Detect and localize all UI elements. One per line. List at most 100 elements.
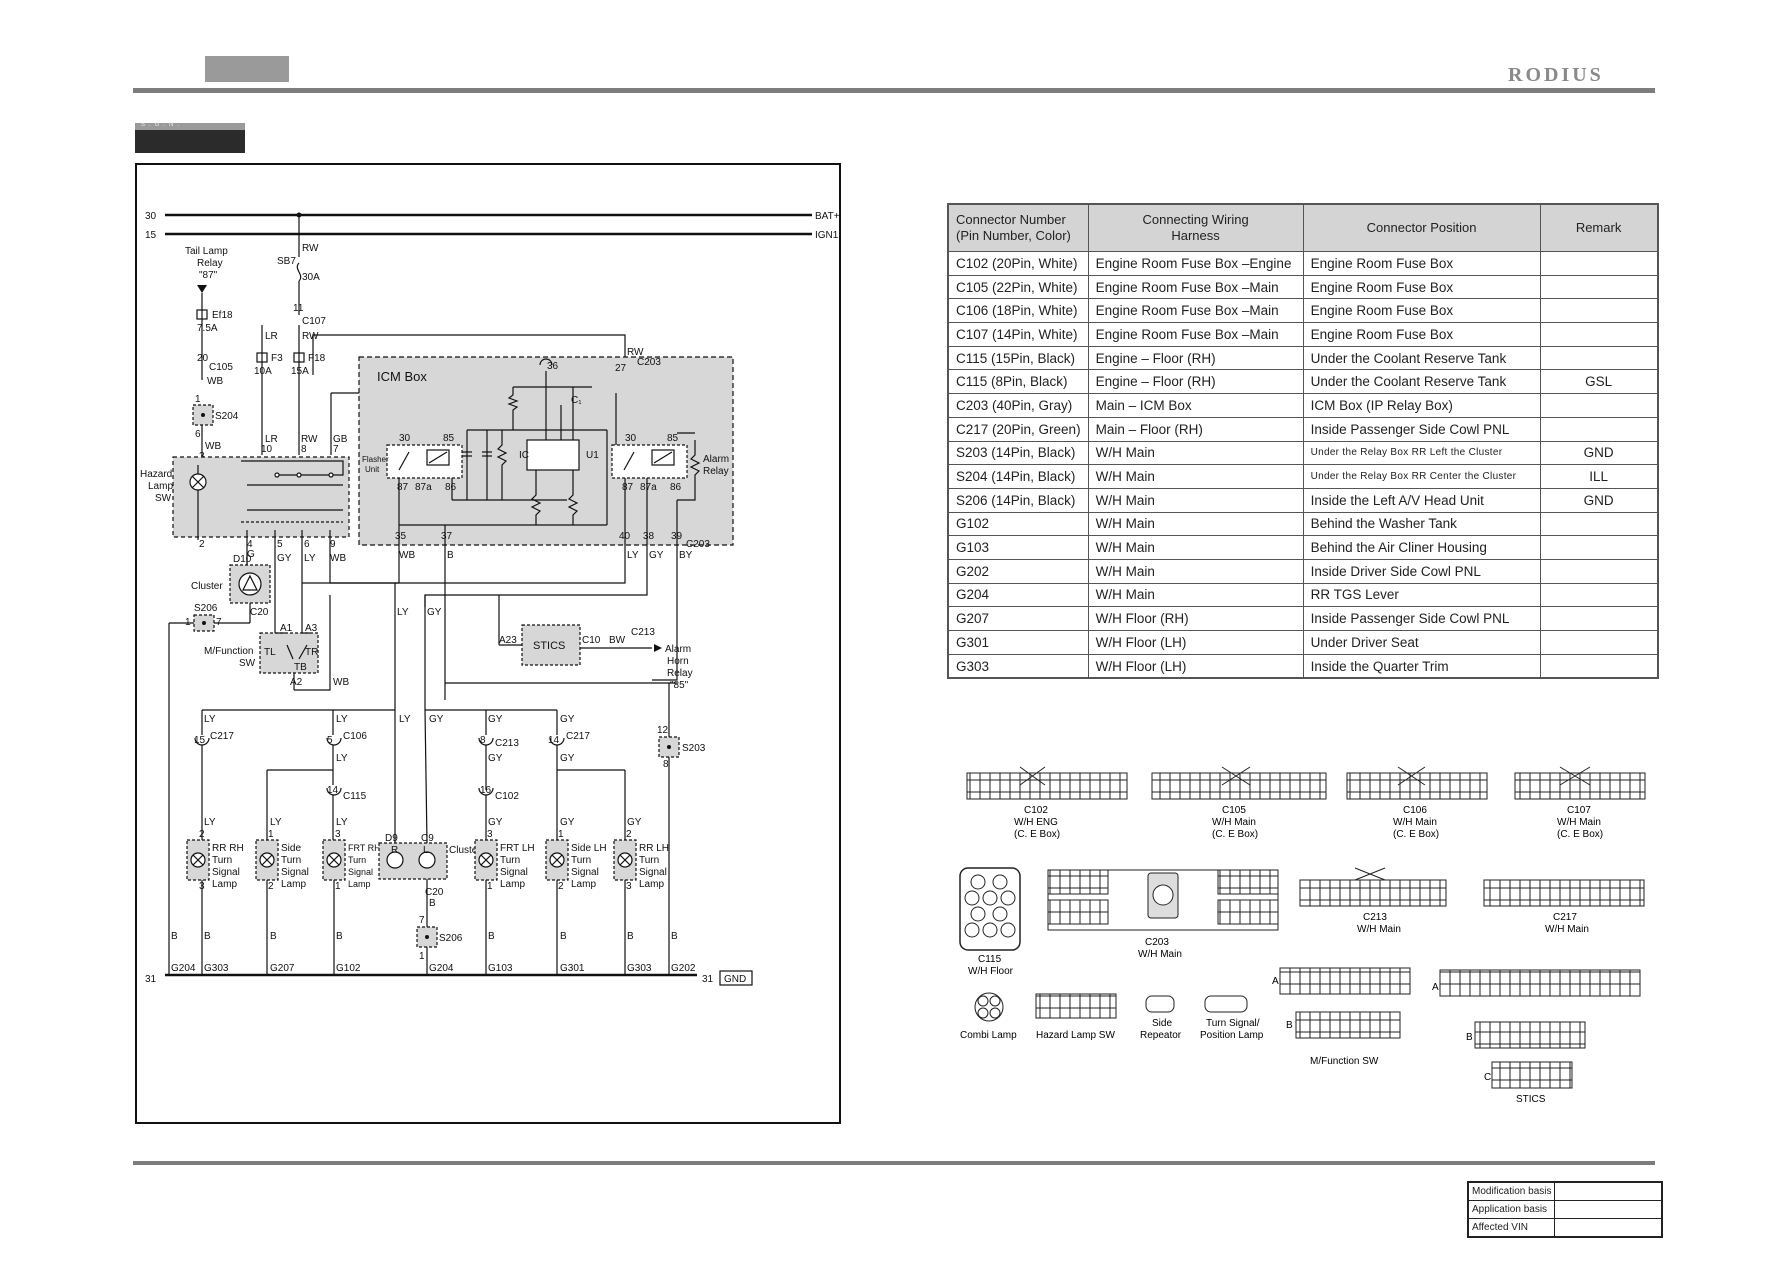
ground-g207: G207 xyxy=(270,963,295,974)
cell-harness: W/H Main xyxy=(1087,511,1304,537)
cell-harness: Engine Room Fuse Box –Engine xyxy=(1087,251,1304,276)
svg-text:WB: WB xyxy=(330,553,346,564)
connector-table: Connector Number (Pin Number, Color) Con… xyxy=(947,203,1659,680)
svg-text:1: 1 xyxy=(558,829,564,840)
svg-text:85: 85 xyxy=(443,433,455,444)
cell-position: Inside Passenger Side Cowl PNL xyxy=(1302,606,1541,631)
view-c102-l2: W/H ENG xyxy=(1014,817,1058,828)
svg-text:A: A xyxy=(1272,976,1279,987)
col-harness: Connecting Wiring Harness xyxy=(1087,203,1304,252)
cell-remark: GND xyxy=(1539,487,1659,513)
lamp-frt-rh-l2: Turn xyxy=(348,855,366,865)
svg-text:40: 40 xyxy=(619,531,631,542)
lamp-rr-lh-l1: RR LH xyxy=(639,843,669,854)
fuse-ef18-label: Ef18 xyxy=(212,310,233,321)
svg-text:LY: LY xyxy=(627,550,639,561)
cell-remark xyxy=(1539,251,1659,276)
svg-text:5: 5 xyxy=(327,735,333,746)
hazard-sw-label-3: SW xyxy=(155,493,172,504)
cell-harness: W/H Floor (LH) xyxy=(1087,630,1304,655)
alarm-horn-label-3: Relay xyxy=(667,668,693,679)
svg-text:6: 6 xyxy=(304,539,310,550)
cell-connector: C107 (14Pin, White) xyxy=(947,322,1089,347)
view-c102: C102 W/H ENG (C. E Box) xyxy=(966,766,1128,840)
rev-label-vin: Affected VIN xyxy=(1467,1218,1556,1238)
section-tag: S.G.N. xyxy=(135,122,245,153)
cell-position: Inside the Left A/V Head Unit xyxy=(1302,487,1541,513)
cell-position: Engine Room Fuse Box xyxy=(1302,322,1541,347)
lamp-side-rh-l2: Turn xyxy=(281,855,301,866)
conn-c105-label: C105 xyxy=(209,362,233,373)
lamp-rr-rh-l2: Turn xyxy=(212,855,232,866)
view-c217-l1: C217 xyxy=(1553,912,1577,923)
cell-remark xyxy=(1539,653,1659,679)
svg-text:12: 12 xyxy=(657,725,669,736)
power-line-30-num: 30 xyxy=(145,211,157,222)
svg-text:87: 87 xyxy=(397,482,409,493)
hazard-sw-label-2: Lamp xyxy=(148,481,173,492)
view-c106-l1: C106 xyxy=(1403,805,1427,816)
view-stics: A B C STICS xyxy=(1432,969,1641,1105)
conn-c20-label: C20 xyxy=(250,607,269,618)
svg-text:8: 8 xyxy=(301,444,307,455)
lamp-side-lh: 12 Side LH Turn Signal Lamp xyxy=(545,829,607,892)
svg-text:LY: LY xyxy=(336,753,348,764)
svg-text:7: 7 xyxy=(419,915,425,926)
lamp-side-rh-l4: Lamp xyxy=(281,879,306,890)
svg-text:GY: GY xyxy=(560,753,575,764)
fuse-sb7-amp: 30A xyxy=(302,272,320,283)
splice-s203-label: S203 xyxy=(682,743,706,754)
cell-position: Engine Room Fuse Box xyxy=(1302,274,1541,300)
view-stics-label: STICS xyxy=(1516,1094,1546,1105)
connector-table-header: Connector Number (Pin Number, Color) Con… xyxy=(947,203,1659,252)
cell-position: Inside Driver Side Cowl PNL xyxy=(1302,558,1541,584)
cell-remark: GSL xyxy=(1539,369,1659,395)
conn-d9-label: D9 xyxy=(385,833,398,844)
conn-c9-label: C9 xyxy=(421,833,434,844)
svg-text:10: 10 xyxy=(261,444,273,455)
svg-text:86: 86 xyxy=(670,482,682,493)
cell-position: Under the Coolant Reserve Tank xyxy=(1302,345,1541,371)
svg-text:14: 14 xyxy=(548,735,560,746)
svg-text:8: 8 xyxy=(480,735,486,746)
cluster-small-label: Cluster xyxy=(449,845,481,856)
lamp-rr-rh-l4: Lamp xyxy=(212,879,237,890)
cell-connector: G102 xyxy=(947,511,1089,537)
view-c102-l3: (C. E Box) xyxy=(1014,829,1060,840)
cell-position: Behind the Air Cliner Housing xyxy=(1302,535,1541,560)
svg-text:2: 2 xyxy=(199,829,205,840)
hazard-sw-label-1: Hazard xyxy=(140,469,172,480)
cell-harness: W/H Main xyxy=(1087,582,1304,608)
table-row: C105 (22Pin, White)Engine Room Fuse Box … xyxy=(947,274,1659,300)
cell-connector: S203 (14Pin, Black) xyxy=(947,440,1089,466)
svg-text:2: 2 xyxy=(558,881,564,892)
ground-g204-a: G204 xyxy=(171,963,196,974)
svg-text:LY: LY xyxy=(204,817,216,828)
tb-label: TB xyxy=(294,662,307,673)
alarm-horn-label-2: Horn xyxy=(667,656,689,667)
svg-text:GY: GY xyxy=(560,817,575,828)
footer-rule xyxy=(133,1161,1655,1165)
flasher-unit-label-2: Unit xyxy=(365,465,380,474)
svg-text:20: 20 xyxy=(197,353,209,364)
cell-remark xyxy=(1539,582,1659,608)
stics-label: STICS xyxy=(533,640,565,652)
view-c217: C217 W/H Main xyxy=(1483,879,1645,935)
view-c217-l2: W/H Main xyxy=(1545,924,1589,935)
cell-remark: GND xyxy=(1539,440,1659,466)
svg-text:WB: WB xyxy=(205,441,221,452)
conn-c10-label: C10 xyxy=(582,635,601,646)
svg-text:35: 35 xyxy=(395,531,407,542)
cell-position: ICM Box (IP Relay Box) xyxy=(1302,393,1541,418)
svg-text:B: B xyxy=(447,550,454,561)
view-side-repeator: Side Repeator xyxy=(1140,995,1182,1041)
cell-remark xyxy=(1539,558,1659,584)
cell-harness: Engine Room Fuse Box –Main xyxy=(1087,322,1304,347)
lamp-side-lh-l3: Signal xyxy=(571,867,599,878)
cell-remark xyxy=(1539,511,1659,537)
cell-remark: ILL xyxy=(1539,464,1659,489)
tail-lamp-relay-label-1: Tail Lamp xyxy=(185,246,228,257)
svg-text:GY: GY xyxy=(488,753,503,764)
